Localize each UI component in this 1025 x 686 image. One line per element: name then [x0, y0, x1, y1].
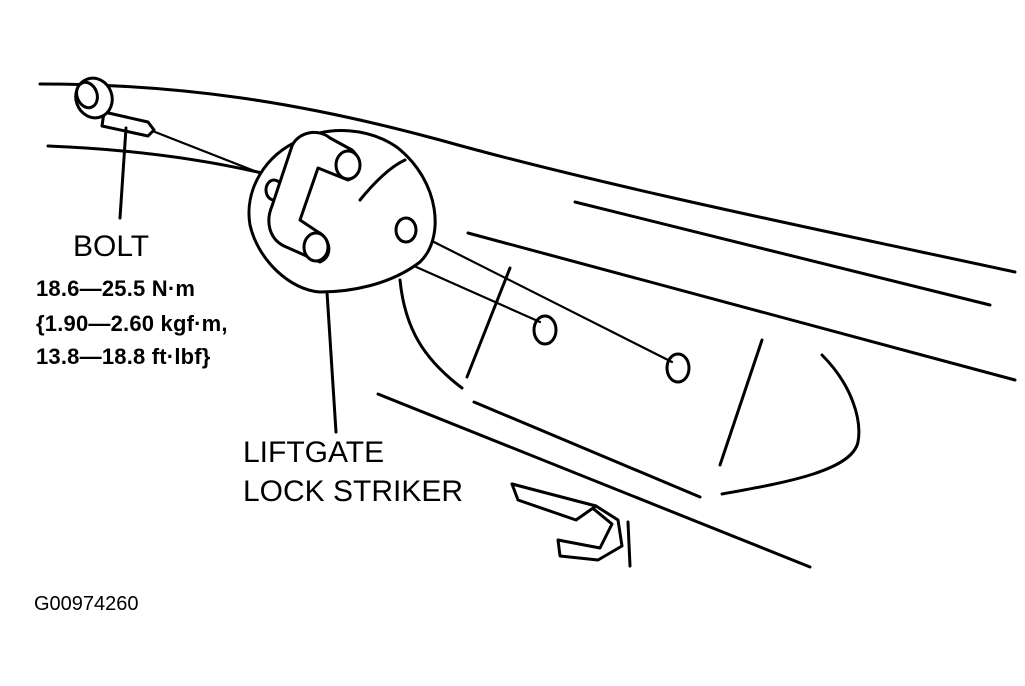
- striker-bolt-hole-lower: [394, 216, 418, 244]
- handle-stem: [626, 520, 632, 568]
- mounting-hole-1: [532, 314, 558, 346]
- liftgate-trim-line-1: [465, 266, 512, 379]
- liftgate-lower-edge: [376, 392, 812, 569]
- striker-pin-lower: [302, 231, 330, 263]
- liftgate-opening-curve: [398, 278, 464, 390]
- bolt-head-face: [75, 80, 99, 110]
- striker-pin-upper: [334, 149, 362, 181]
- mounting-hole-2: [665, 352, 691, 384]
- guide-line-hole-2: [428, 238, 674, 364]
- bolt-torque-ftlbf: 13.8—18.8 ft·lbf}: [36, 344, 211, 369]
- liftgate-upper-edge: [38, 82, 1017, 274]
- liftgate-panel-line-1: [573, 200, 992, 307]
- liftgate-panel-line-2: [466, 231, 1017, 382]
- striker-plate-bevel: [358, 158, 407, 202]
- lock-striker: [247, 129, 437, 294]
- bolt-leader-line: [118, 126, 128, 220]
- figure-code: G00974260: [34, 593, 139, 615]
- bolt-torque-kgfm: {1.90—2.60 kgf·m,: [36, 311, 228, 336]
- liftgate-body: [38, 82, 1017, 569]
- striker-leader-line: [325, 290, 338, 434]
- liftgate-molding-line: [472, 400, 702, 499]
- bolt-shank: [100, 110, 156, 138]
- liftgate-trim-line-2: [718, 338, 764, 467]
- striker-label-line1: LIFTGATE: [243, 436, 385, 469]
- handle-lever: [510, 482, 598, 522]
- bolt-part: [74, 76, 156, 138]
- liftgate-inner-edge: [46, 144, 292, 182]
- liftgate-handle: [510, 482, 632, 568]
- bolt-label: BOLT: [73, 230, 150, 263]
- striker-label-line2: LOCK STRIKER: [243, 475, 464, 508]
- guide-line-hole-1: [403, 260, 542, 324]
- liftgate-window-curve: [720, 353, 861, 496]
- bolt-torque-nm: 18.6—25.5 N·m: [36, 276, 196, 301]
